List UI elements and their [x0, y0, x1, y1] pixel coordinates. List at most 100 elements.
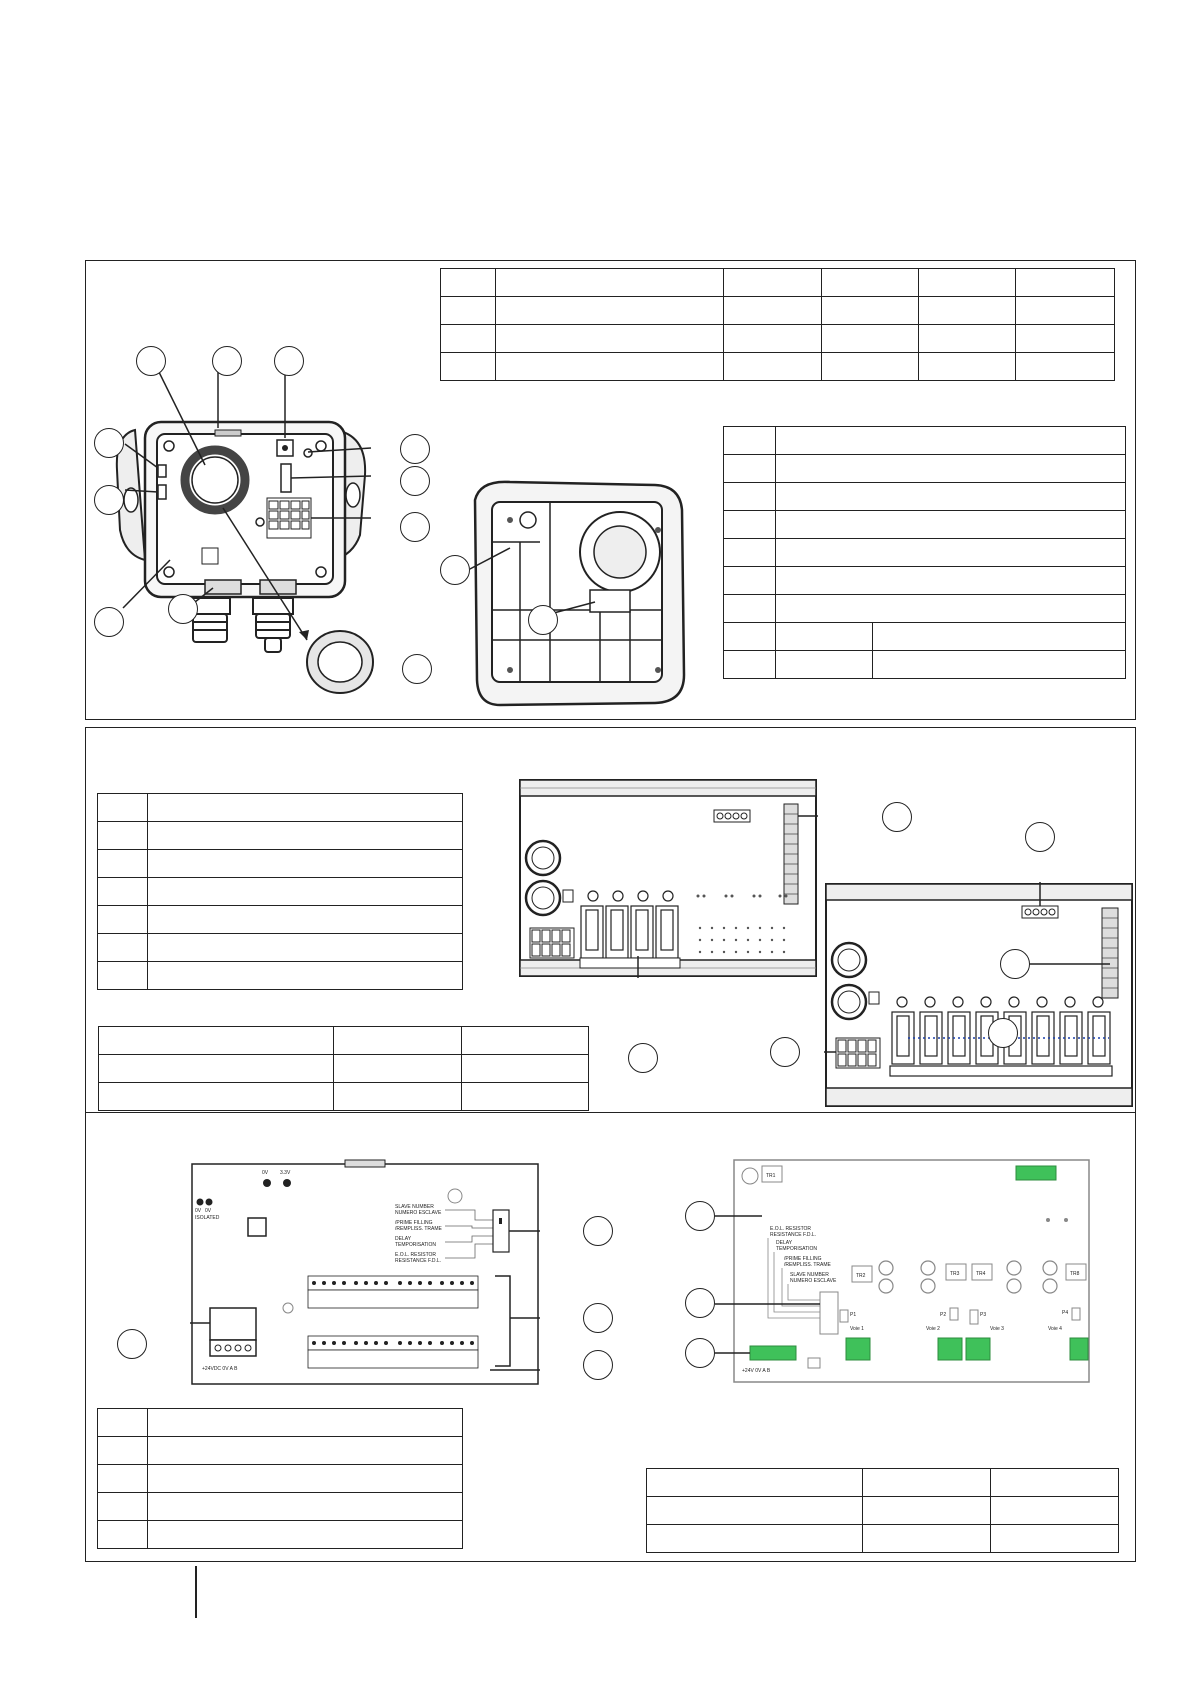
- pcb-right-tr1: TR1: [766, 1173, 776, 1179]
- callout-3-5: [685, 1201, 715, 1231]
- pcb-left-drawing: 0V 3.3V 0V 0V ISOLATED SLAVE NUMBER NUME…: [190, 1159, 540, 1385]
- pcb-left-label-0v: 0V: [262, 1170, 269, 1176]
- section-1-frame: [85, 260, 1136, 720]
- callout-1-8: [400, 512, 430, 542]
- callout-3-7: [685, 1338, 715, 1368]
- callout-2-5: [988, 1018, 1018, 1048]
- pcb-left-cfg-7: E.O.L. RESISTOR: [395, 1252, 436, 1258]
- margin-rule: [195, 1566, 197, 1618]
- din-module-4-relay: [519, 779, 818, 978]
- pcb-right-cfg-7: SLAVE NUMBER: [790, 1272, 829, 1278]
- pcb-right-cfg-3: DELAY: [776, 1240, 793, 1246]
- pcb-right-p1: P1: [850, 1312, 856, 1318]
- section-3-frame: [85, 1112, 1136, 1562]
- pcb-left-iso-0v-a: 0V: [195, 1208, 202, 1214]
- legend-table-3: [97, 1408, 463, 1549]
- callout-1-6: [400, 434, 430, 464]
- pcb-left-iso-0v-b: 0V: [205, 1208, 212, 1214]
- callout-2-4: [1000, 949, 1030, 979]
- pcb-left-cfg-1: SLAVE NUMBER: [395, 1204, 434, 1210]
- callout-1-13: [528, 605, 558, 635]
- pcb-left-iso-label: ISOLATED: [195, 1215, 220, 1221]
- table-open-edge: [438, 409, 1116, 413]
- legend-table-1: [723, 426, 1126, 679]
- pcb-right-voie2: Voie 2: [926, 1326, 940, 1332]
- callout-3-3: [583, 1350, 613, 1380]
- pcb-left-power-label: +24VDC 0V A B: [202, 1366, 238, 1372]
- table-row: [97, 1408, 463, 1437]
- callout-1-3: [274, 346, 304, 376]
- table-row: [97, 1436, 463, 1465]
- pcb-right-cfg-8: NUMERO ESCLAVE: [790, 1278, 837, 1284]
- table-row: [97, 849, 463, 878]
- callout-1-11: [402, 654, 432, 684]
- table-row: [97, 905, 463, 934]
- callout-1-7: [400, 466, 430, 496]
- table-row: [98, 1082, 589, 1111]
- spec-table-1: [440, 268, 1115, 381]
- callout-2-1: [882, 802, 912, 832]
- table-row: [97, 793, 463, 822]
- callout-3-2: [583, 1303, 613, 1333]
- table-row: [440, 352, 1115, 381]
- table-row: [97, 1464, 463, 1493]
- pcb-right-tr4: TR4: [976, 1271, 986, 1277]
- callout-1-10: [168, 594, 198, 624]
- table-row: [97, 877, 463, 906]
- enclosure-open-drawing: [115, 363, 374, 694]
- spec-table-3: [646, 1468, 1119, 1553]
- pcb-right-p2: P2: [940, 1312, 946, 1318]
- table-row: [723, 426, 1126, 455]
- callout-1-9: [94, 607, 124, 637]
- pcb-right-power-label: +24V 0V A B: [742, 1368, 771, 1374]
- callout-2-6: [770, 1037, 800, 1067]
- callout-2-3: [1025, 822, 1055, 852]
- callout-1-2: [212, 346, 242, 376]
- pcb-right-tr3: TR3: [950, 1271, 960, 1277]
- table-row: [723, 510, 1126, 539]
- table-row: [440, 296, 1115, 325]
- pcb-right-voie4: Voie 4: [1048, 1326, 1062, 1332]
- callout-1-1: [136, 346, 166, 376]
- pcb-right-cfg-6: /REMPLISS. TRAME: [784, 1262, 832, 1268]
- pcb-right-cfg-1: E.O.L. RESISTOR: [770, 1226, 811, 1232]
- callout-3-6: [685, 1288, 715, 1318]
- callout-3-1: [583, 1216, 613, 1246]
- table-row: [440, 268, 1115, 297]
- table-row: [97, 1492, 463, 1521]
- pcb-right-cfg-4: TEMPORISATION: [776, 1246, 817, 1252]
- table-row: [98, 1026, 589, 1055]
- pcb-left-cfg-2: NUMERO ESCLAVE: [395, 1210, 442, 1216]
- pcb-right-voie3: Voie 3: [990, 1326, 1004, 1332]
- table-row: [723, 650, 1126, 679]
- table-row: [723, 538, 1126, 567]
- callout-1-5: [94, 485, 124, 515]
- table-row: [97, 933, 463, 962]
- table-row: [97, 821, 463, 850]
- table-row: [723, 566, 1126, 595]
- table-row: [723, 622, 1126, 651]
- table-row: [646, 1496, 1119, 1525]
- callout-1-4: [94, 428, 124, 458]
- pcb-right-cfg-2: RESISTANCE F.D.L.: [770, 1232, 816, 1238]
- table-row: [646, 1524, 1119, 1553]
- callout-3-4: [117, 1329, 147, 1359]
- table-row: [723, 454, 1126, 483]
- pcb-left-cfg-4: /REMPLISS. TRAME: [395, 1226, 443, 1232]
- callout-1-12: [440, 555, 470, 585]
- table-row: [723, 482, 1126, 511]
- table-row: [98, 1054, 589, 1083]
- pcb-right-p3: P3: [980, 1312, 986, 1318]
- table-row: [440, 324, 1115, 353]
- pcb-right-voie1: Voie 1: [850, 1326, 864, 1332]
- spec-table-2: [98, 1026, 589, 1111]
- din-module-8-relay: [824, 882, 1133, 1107]
- pcb-right-tr8: TR8: [1070, 1271, 1080, 1277]
- pcb-left-cfg-5: DELAY: [395, 1236, 412, 1242]
- pcb-left-label-3v3: 3.3V: [280, 1170, 291, 1176]
- pcb-left-cfg-8: RESISTANCE F.D.L.: [395, 1258, 441, 1264]
- table-row: [97, 1520, 463, 1549]
- cover-interior-drawing: [470, 480, 686, 707]
- legend-table-2: [97, 793, 463, 990]
- pcb-right-tr2: TR2: [856, 1273, 866, 1279]
